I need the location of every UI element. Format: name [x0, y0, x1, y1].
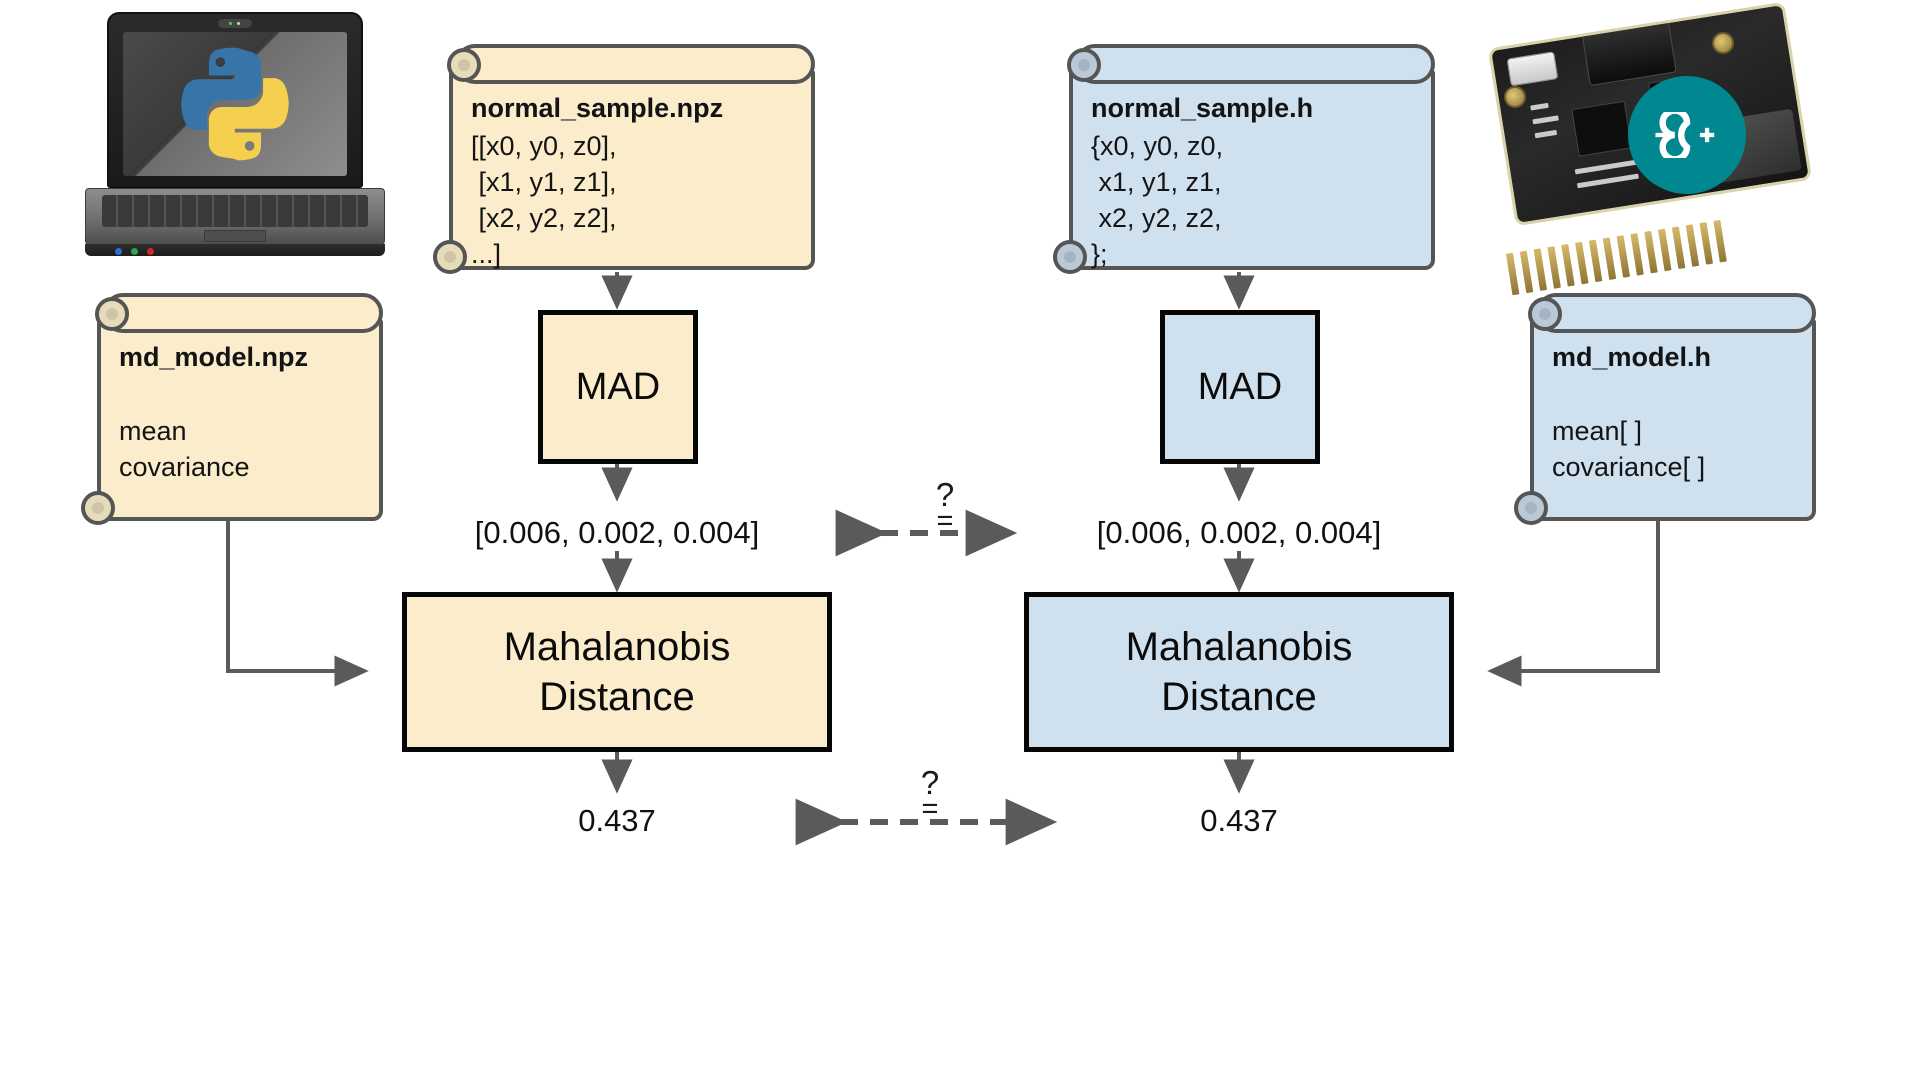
arduino-board-icon: [1487, 1, 1820, 296]
mad-box-arduino: MAD: [1160, 310, 1320, 464]
note-line-1: covariance: [119, 452, 250, 482]
distance-output-arduino: 0.437: [1200, 803, 1278, 838]
note-body: [1069, 70, 1435, 270]
laptop-lid: [107, 12, 363, 188]
note-line-1: covariance[ ]: [1552, 452, 1706, 482]
arduino-module: [1581, 16, 1677, 87]
question-mark: ?: [920, 764, 940, 801]
note-curl-top-left: [447, 48, 481, 82]
note-md-model-npz: md_model.npz mean covariance: [81, 293, 383, 525]
note-line-0: [[x0, y0, z0],: [471, 131, 617, 161]
note-normal-sample-h: normal_sample.h{x0, y0, z0, x1, y1, z1, …: [1053, 44, 1435, 274]
note-line-0: {x0, y0, z0,: [1091, 131, 1224, 161]
note-line-0: mean: [119, 416, 187, 446]
mahalanobis-label-line2: Distance: [539, 675, 695, 719]
note-curl-top-left: [1528, 297, 1562, 331]
python-logo-icon: [181, 47, 289, 161]
note-content: md_model.npz mean covariance: [119, 339, 373, 485]
arduino-header-pins: [1505, 215, 1760, 300]
note-line-2: [x2, y2, z2],: [471, 203, 617, 233]
mad-box-label: MAD: [1197, 366, 1283, 408]
note-title: normal_sample.npz: [471, 93, 724, 123]
note-curl-top-left: [95, 297, 129, 331]
note-top-roll: [455, 44, 815, 84]
note-top-roll: [1536, 293, 1816, 333]
note-curl-top-left: [1067, 48, 1101, 82]
note-top-roll: [1075, 44, 1435, 84]
note-line-1: x1, y1, z1,: [1091, 167, 1222, 197]
usb-connector-icon: [1506, 51, 1559, 87]
mad-output-arduino: [0.006, 0.002, 0.004]: [1096, 515, 1382, 550]
laptop-trackpad: [204, 230, 266, 242]
question-mark: ?: [935, 476, 955, 513]
note-curl-bottom-left: [1514, 491, 1548, 525]
note-curl-bottom-left: [81, 491, 115, 525]
mahalanobis-label-line1: Mahalanobis: [503, 625, 731, 669]
laptop-screen: [123, 32, 347, 176]
note-content: md_model.h mean[ ] covariance[ ]: [1552, 339, 1806, 485]
mad-box-python: MAD: [538, 310, 698, 464]
laptop-webcam-icon: [218, 19, 252, 28]
distance-output-python: 0.437: [578, 803, 656, 838]
distance-comparison-symbol: ? =: [921, 766, 939, 824]
note-line-1: [x1, y1, z1],: [471, 167, 617, 197]
note-title: md_model.h: [1552, 342, 1712, 372]
mad-comparison-symbol: ? =: [936, 478, 954, 536]
note-title: normal_sample.h: [1091, 93, 1314, 123]
note-content: normal_sample.npz [[x0, y0, z0], [x1, y1,…: [471, 90, 805, 272]
note-normal-sample-npz: normal_sample.npz [[x0, y0, z0], [x1, y1,…: [433, 44, 815, 274]
note-line-3: ...]: [471, 239, 502, 269]
equals-mark: =: [936, 505, 954, 537]
mad-box-label: MAD: [575, 366, 661, 408]
note-line-3: };: [1091, 239, 1108, 269]
laptop-keyboard: [102, 195, 368, 227]
python-laptop-icon: [85, 12, 385, 262]
note-md-model-h: md_model.h mean[ ] covariance[ ]: [1514, 293, 1816, 525]
laptop-base: [85, 188, 385, 248]
mount-hole-left: [1504, 86, 1526, 108]
note-top-roll: [103, 293, 383, 333]
equals-mark: =: [921, 793, 939, 825]
mahalanobis-label-line1: Mahalanobis: [1125, 625, 1353, 669]
mount-hole-right: [1712, 32, 1734, 54]
mad-output-python: [0.006, 0.002, 0.004]: [474, 515, 760, 550]
note-body: [1530, 319, 1816, 521]
note-content: normal_sample.h{x0, y0, z0, x1, y1, z1, …: [1091, 90, 1425, 272]
note-line-0: mean[ ]: [1552, 416, 1643, 446]
note-line-2: x2, y2, z2,: [1091, 203, 1222, 233]
note-curl-bottom-left: [433, 240, 467, 274]
arduino-infinity-logo-icon: [1628, 76, 1746, 194]
laptop-front-ports: [85, 244, 385, 256]
note-body: [449, 70, 815, 270]
note-curl-bottom-left: [1053, 240, 1087, 274]
mahalanobis-label-line2: Distance: [1161, 675, 1317, 719]
note-title: md_model.npz: [119, 342, 309, 372]
